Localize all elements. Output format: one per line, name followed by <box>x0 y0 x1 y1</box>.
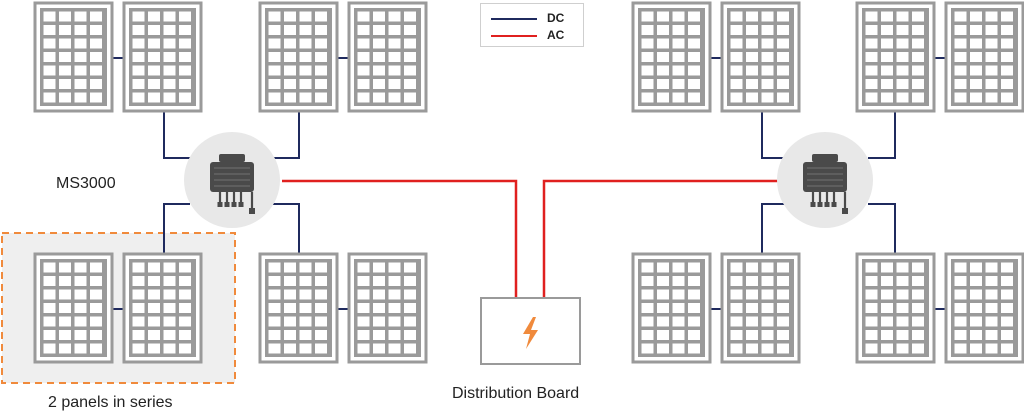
dc-wiring-left <box>112 57 349 310</box>
solar-panel <box>33 252 114 364</box>
solar-panel <box>720 252 801 364</box>
solar-panel <box>631 252 712 364</box>
legend-label-ac: AC <box>547 28 565 42</box>
microinverter-icon <box>777 132 873 228</box>
series-group-label: 2 panels in series <box>48 394 173 411</box>
solar-panel <box>631 1 712 113</box>
lightning-bolt-icon <box>523 317 538 349</box>
dc-line-swatch <box>491 18 537 20</box>
solar-panel <box>944 252 1024 364</box>
solar-panel <box>347 1 428 113</box>
distribution-board <box>480 297 581 365</box>
legend: DC AC <box>480 3 584 47</box>
solar-panel <box>855 1 936 113</box>
solar-panel <box>122 1 203 113</box>
solar-panel <box>347 252 428 364</box>
distribution-board-label: Distribution Board <box>452 385 580 402</box>
legend-item-dc: DC <box>491 9 581 27</box>
dc-wiring-right <box>710 57 946 310</box>
solar-panel <box>855 252 936 364</box>
ac-line-swatch <box>491 35 537 37</box>
solar-panel <box>720 1 801 113</box>
ac-wiring <box>282 179 779 298</box>
solar-panel <box>33 1 114 113</box>
solar-panel <box>258 252 339 364</box>
legend-item-ac: AC <box>491 26 581 44</box>
solar-panel <box>944 1 1024 113</box>
microinverter-icon <box>184 132 280 228</box>
legend-label-dc: DC <box>547 11 565 25</box>
solar-panel <box>122 252 203 364</box>
inverter-label: MS3000 <box>56 175 116 192</box>
solar-panel <box>258 1 339 113</box>
